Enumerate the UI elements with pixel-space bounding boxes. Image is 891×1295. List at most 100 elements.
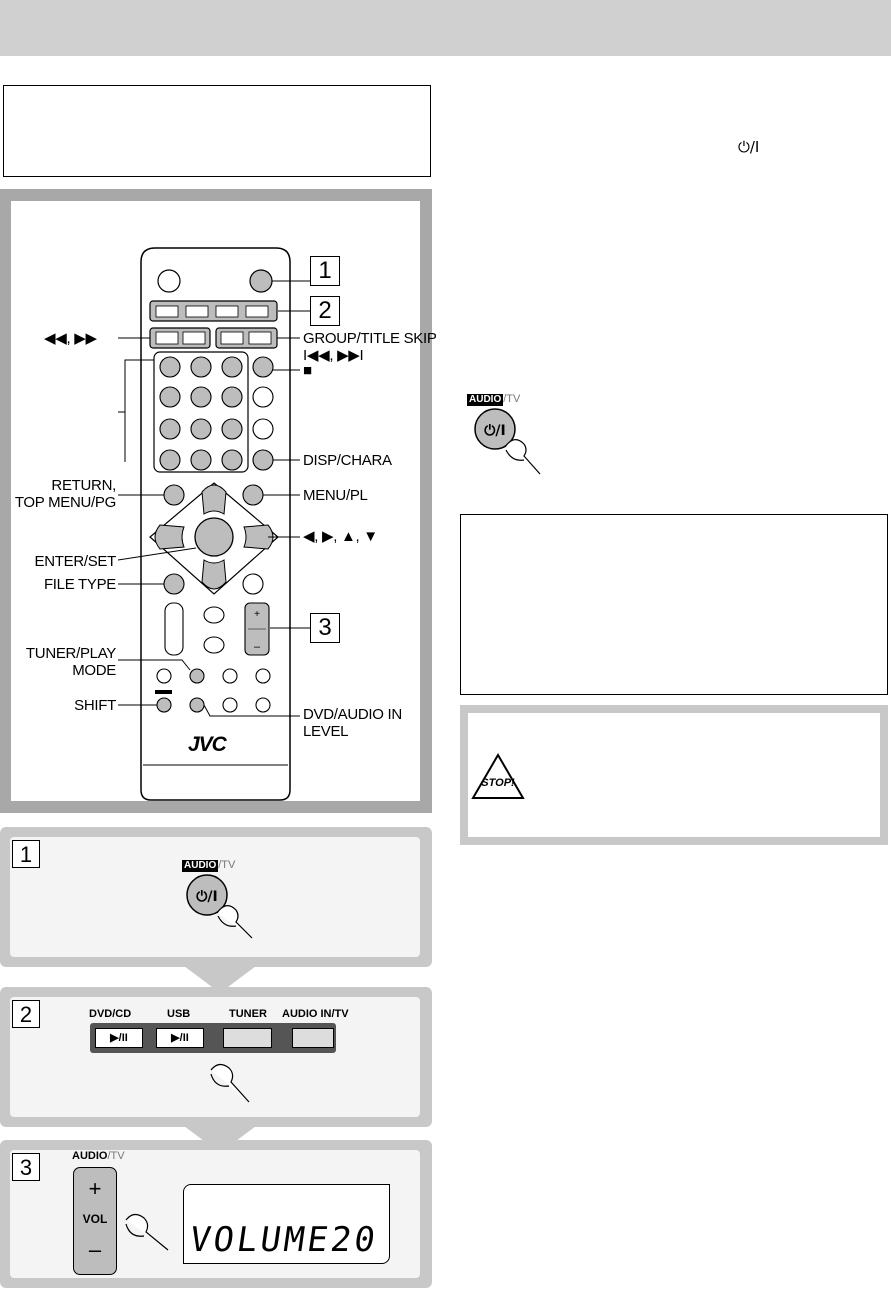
callout-2: 2 bbox=[310, 296, 340, 326]
enter-set-button bbox=[194, 517, 234, 557]
step-2-inner bbox=[10, 997, 420, 1117]
number-pad-frame bbox=[153, 351, 249, 473]
info-box bbox=[460, 514, 888, 695]
step-1-header: AUDIO/TV bbox=[182, 855, 236, 872]
label-group-title-skip: GROUP/TITLE SKIP bbox=[303, 330, 437, 347]
remote-button bbox=[255, 668, 271, 684]
label-shift: SHIFT bbox=[74, 697, 116, 714]
label-skip-symbols: I◀◀, ▶▶I bbox=[303, 347, 364, 364]
label-stop: ■ bbox=[303, 362, 312, 379]
step-2-number: 2 bbox=[12, 1000, 40, 1028]
label-disp-chara: DISP/CHARA bbox=[303, 452, 392, 469]
label-rewind-ffwd: ◀◀, ▶▶ bbox=[44, 330, 97, 347]
label-return: RETURN, bbox=[51, 477, 116, 494]
source-button bbox=[155, 305, 179, 318]
skip-next-button bbox=[248, 331, 272, 345]
source-button bbox=[215, 305, 239, 318]
display-text: VOLUME20 bbox=[187, 1220, 381, 1260]
power-symbol: ⏻/I bbox=[196, 889, 217, 905]
intro-box bbox=[3, 85, 431, 177]
callout-1: 1 bbox=[310, 256, 340, 286]
audio-in-tv-button[interactable] bbox=[292, 1028, 334, 1048]
tuner-play-mode-button bbox=[189, 668, 205, 684]
finger-icon bbox=[210, 1063, 250, 1103]
tuner-button[interactable] bbox=[223, 1028, 272, 1048]
power-button-press: ⏻/I bbox=[474, 408, 541, 475]
dvd-audio-in-button bbox=[189, 697, 205, 713]
dpad-left bbox=[154, 524, 185, 550]
arrow-down-icon bbox=[180, 1123, 260, 1153]
leader-lines bbox=[117, 280, 310, 717]
source-buttons-frame bbox=[149, 300, 278, 322]
vol-label: VOL bbox=[82, 1212, 108, 1226]
dpad-right bbox=[243, 524, 274, 550]
source-button bbox=[245, 305, 269, 318]
label-top-menu: TOP MENU/PG bbox=[14, 494, 116, 511]
dpad-down bbox=[201, 559, 227, 590]
audio-label: AUDIO bbox=[72, 1150, 108, 1162]
label-enter-set: ENTER/SET bbox=[34, 553, 117, 570]
power-button-press: ⏻/I bbox=[186, 874, 253, 939]
source-label-dvd-cd: DVD/CD bbox=[89, 1008, 132, 1020]
svg-text:+: + bbox=[254, 609, 260, 620]
audio-badge: AUDIO bbox=[182, 860, 219, 872]
tv-suffix: /TV bbox=[503, 393, 521, 405]
rewind-button bbox=[155, 331, 179, 345]
remote-button bbox=[222, 697, 238, 713]
source-label-audio-in-tv: AUDIO IN/TV bbox=[282, 1008, 349, 1020]
audio-badge: AUDIO bbox=[467, 394, 504, 406]
source-button bbox=[185, 305, 209, 318]
svg-text:–: – bbox=[254, 641, 261, 653]
vol-rocker[interactable] bbox=[73, 1167, 117, 1275]
return-button bbox=[163, 484, 185, 506]
label-mode: MODE bbox=[72, 662, 116, 679]
number-pad bbox=[159, 356, 243, 471]
remote-button bbox=[242, 573, 264, 595]
shift-button bbox=[156, 697, 172, 713]
tv-suffix: /TV bbox=[107, 1150, 125, 1162]
remote-tall-button bbox=[164, 602, 184, 656]
callout-3: 3 bbox=[310, 613, 340, 643]
finger-icon bbox=[125, 1213, 169, 1251]
power-symbol-inline: ⏻/I bbox=[738, 138, 760, 156]
ffwd-button bbox=[182, 331, 206, 345]
remote-button bbox=[203, 636, 225, 654]
label-file-type: FILE TYPE bbox=[43, 576, 116, 593]
dvd-cd-button[interactable]: ▶/II bbox=[95, 1028, 143, 1048]
stop-button bbox=[252, 356, 274, 378]
arrow-down-icon bbox=[180, 963, 260, 993]
source-label-usb: USB bbox=[167, 1008, 191, 1020]
menu-button bbox=[242, 484, 264, 506]
dpad-up bbox=[201, 484, 227, 515]
skip-back-button bbox=[220, 331, 244, 345]
remote-button bbox=[222, 668, 238, 684]
vol-minus: – bbox=[88, 1237, 102, 1262]
header-band bbox=[0, 0, 891, 56]
step-1-number: 1 bbox=[12, 840, 40, 868]
display-panel bbox=[183, 1184, 390, 1264]
label-dvd-audio-in: DVD/AUDIO IN bbox=[303, 706, 402, 723]
remote-button bbox=[156, 668, 172, 684]
label-cursor: ◀, ▶, ▲, ▼ bbox=[303, 528, 378, 545]
vol-plus: + bbox=[88, 1176, 102, 1201]
step-3-number: 3 bbox=[12, 1153, 40, 1181]
source-label-tuner: TUNER bbox=[229, 1008, 267, 1020]
label-tuner-play: TUNER/PLAY bbox=[25, 645, 116, 662]
usb-button[interactable]: ▶/II bbox=[156, 1028, 204, 1048]
disp-chara-button bbox=[252, 449, 274, 471]
power-symbol: ⏻/I bbox=[484, 423, 505, 439]
label-level: LEVEL bbox=[303, 723, 349, 740]
remote-power-button bbox=[249, 269, 273, 293]
remote-button bbox=[252, 418, 274, 440]
remote-button bbox=[255, 697, 271, 713]
remote-button bbox=[203, 606, 225, 624]
remote-button-left-top bbox=[157, 269, 181, 293]
stop-warning-icon: STOP! bbox=[471, 753, 525, 799]
file-type-button bbox=[163, 573, 185, 595]
shift-indicator bbox=[155, 690, 172, 694]
label-menu-pl: MENU/PL bbox=[303, 487, 368, 504]
stop-icon-text: STOP! bbox=[481, 777, 515, 789]
tv-suffix: /TV bbox=[218, 859, 236, 871]
power-icon-header: AUDIO/TV bbox=[467, 389, 521, 406]
